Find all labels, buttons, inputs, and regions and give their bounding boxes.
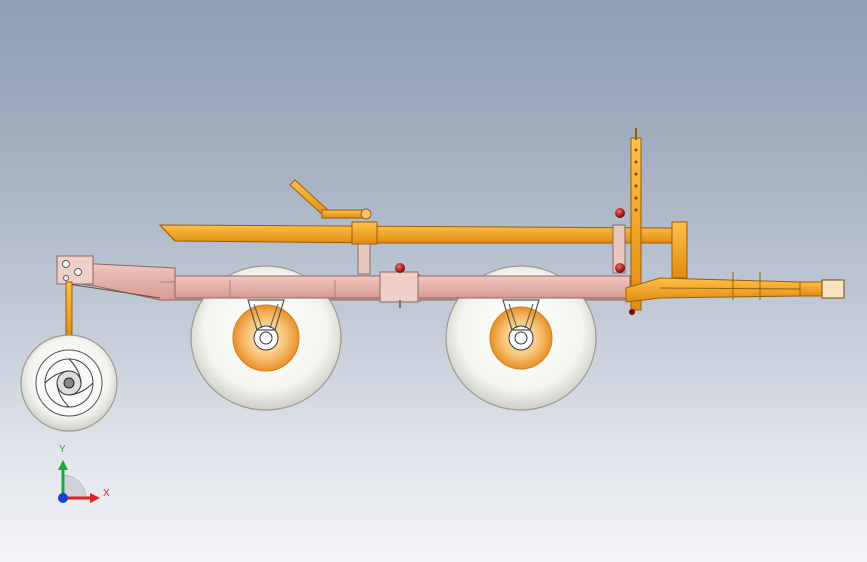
upper-boom-arm[interactable] (158, 221, 688, 279)
handle-lever[interactable] (289, 179, 372, 220)
center-pivot-block[interactable] (351, 221, 378, 275)
knob-post-upper (615, 208, 625, 218)
road-wheel-rear[interactable] (445, 265, 597, 411)
red-knobs[interactable] (395, 208, 635, 315)
z-axis-dot (58, 493, 68, 503)
knob-post-bottom (629, 309, 635, 315)
knob-post-lower (615, 263, 625, 273)
knob-center (395, 263, 405, 273)
y-axis-label: Y (59, 444, 66, 455)
road-wheel-front[interactable] (190, 265, 342, 411)
tow-bar[interactable] (625, 272, 845, 303)
frame-over-wheels (174, 271, 631, 308)
x-axis-label: X (103, 488, 110, 499)
vertical-post[interactable] (612, 128, 642, 311)
jockey-wheel[interactable] (20, 281, 118, 432)
coordinate-triad (58, 460, 100, 503)
